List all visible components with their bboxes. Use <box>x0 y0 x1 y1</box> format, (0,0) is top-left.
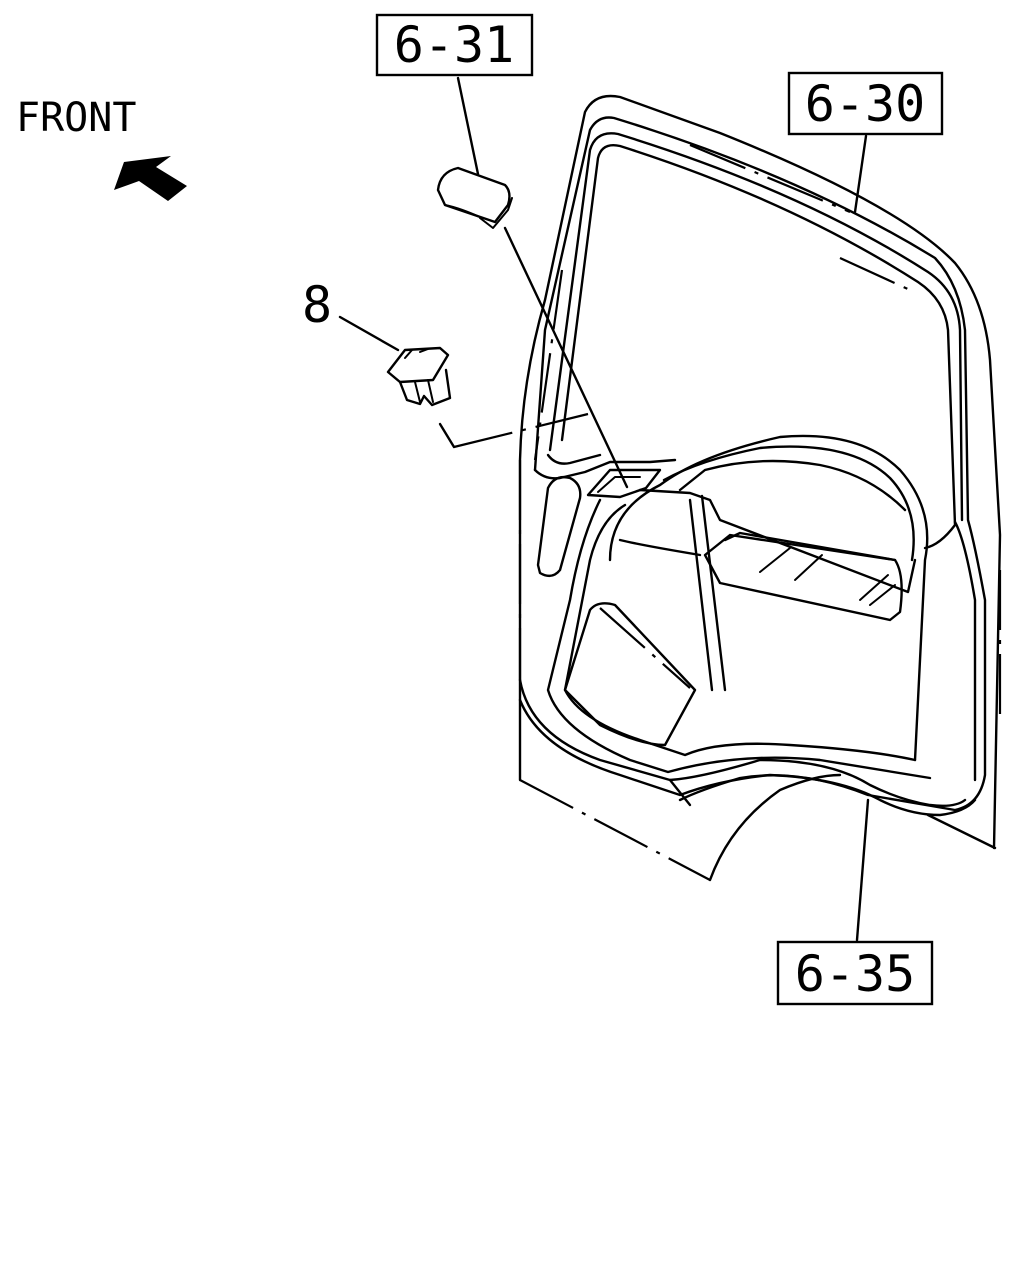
callout-6-31[interactable]: 6-31 <box>375 13 534 77</box>
leader-6-35 <box>855 798 870 942</box>
callout-6-31-text: 6-31 <box>394 16 514 74</box>
callout-6-30[interactable]: 6-30 <box>787 71 944 136</box>
leader-8-to-door <box>453 412 589 449</box>
part-6-31-tab <box>479 197 513 229</box>
switch-divider-2 <box>794 554 823 581</box>
door-outer-frame <box>518 94 1002 850</box>
lower-trim-bowl-outer <box>546 498 932 780</box>
door-sill-lower <box>668 778 692 807</box>
callout-8-text[interactable]: 8 <box>302 276 332 334</box>
window-opening-inner <box>548 132 964 522</box>
door-rear-edge <box>953 520 977 782</box>
switch-cutout <box>586 468 662 499</box>
part-8-slot <box>414 379 434 403</box>
armrest-inner <box>662 445 915 562</box>
handle-front-line <box>688 498 714 692</box>
part-8-clip <box>386 346 452 407</box>
part-6-31-edge <box>444 204 483 219</box>
handle-bar-lower <box>618 538 702 557</box>
window-opening <box>560 144 957 550</box>
part-6-31-body <box>436 166 511 224</box>
leader-8-hookup <box>438 422 456 449</box>
front-label: FRONT <box>16 95 136 141</box>
part-8-head <box>386 346 450 384</box>
handle-bar <box>638 488 917 594</box>
part-6-31 <box>436 166 513 229</box>
leader-8 <box>338 315 400 352</box>
armrest-top-edge <box>678 459 907 512</box>
leader-6-30 <box>853 134 868 214</box>
callout-6-30-text: 6-30 <box>805 75 925 133</box>
leader-6-31 <box>456 76 480 176</box>
cutaway-bottom <box>519 779 711 881</box>
window-switch-panel-inner <box>723 531 897 562</box>
callout-6-35[interactable]: 6-35 <box>776 940 934 1006</box>
door-bottom-edge-2 <box>518 698 977 817</box>
door-cutaway-curve <box>708 773 842 882</box>
door-bottom-edge <box>518 678 967 808</box>
callout-6-35-text: 6-35 <box>795 945 915 1003</box>
door-pocket-slot <box>536 475 582 578</box>
handle-rear-line <box>700 494 727 692</box>
cutaway-front-window <box>533 269 564 461</box>
door-rear-lower <box>926 813 997 850</box>
armrest-outer <box>608 434 929 762</box>
switch-divider-3 <box>859 574 889 601</box>
door-assembly <box>518 94 1002 882</box>
map-pocket <box>563 602 697 747</box>
window-sill-left-2 <box>546 453 602 465</box>
switch-cutout-inner <box>597 476 641 493</box>
cutaway-top <box>689 143 851 214</box>
cutaway-window <box>839 256 911 292</box>
part-8-head-top <box>404 348 429 359</box>
lower-trim-bowl <box>563 503 917 762</box>
leader-6-31-to-door <box>503 226 629 489</box>
switch-divider-4 <box>869 584 896 606</box>
front-direction-arrow-icon <box>114 156 187 201</box>
switch-divider-1 <box>759 547 791 573</box>
part-8-body <box>398 368 452 407</box>
map-pocket-hidden <box>599 607 691 689</box>
window-sill-left <box>533 458 677 480</box>
